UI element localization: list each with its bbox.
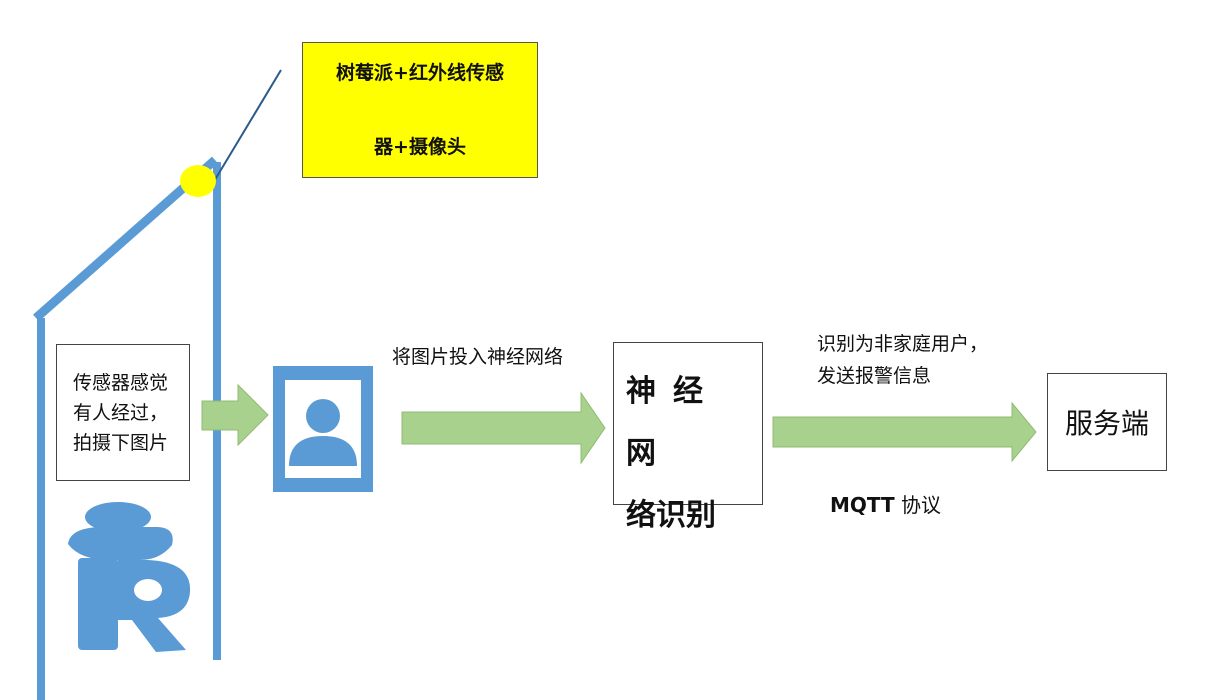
sensor-label-line2: 有人经过，: [73, 401, 169, 424]
device-label-line2: 器+摄像头: [374, 136, 466, 158]
neural-network-box: 神经网 络识别: [613, 342, 763, 533]
alert-label: 识别为非家庭用户， 发送报警信息: [817, 328, 988, 392]
feed-network-label: 将图片投入神经网络: [392, 346, 564, 368]
callout-line: [209, 69, 282, 189]
protocol-suffix: 协议: [894, 493, 942, 517]
nn-label-line2: 络识别: [626, 498, 716, 533]
sensor-label-line3: 拍摄下图片: [73, 431, 169, 454]
sensor-dot-icon: [180, 165, 216, 197]
arrow-to-server: [772, 401, 1037, 463]
protocol-name: MQTT: [830, 493, 895, 517]
protocol-label: MQTT 协议: [830, 489, 941, 518]
server-box: 服务端: [1047, 373, 1167, 471]
arrow-to-photo: [201, 383, 269, 447]
nn-label-line1: 神经网: [626, 374, 720, 471]
sensor-description-box: 传感器感觉 有人经过， 拍摄下图片: [56, 344, 190, 481]
device-label-box: 树莓派+红外线传感 器+摄像头: [302, 42, 538, 178]
alert-label-line2: 发送报警信息: [817, 365, 932, 387]
alert-label-line1: 识别为非家庭用户，: [817, 333, 989, 355]
arrow-to-network: [401, 391, 606, 465]
photo-person-icon: [273, 366, 373, 492]
device-label-line1: 树莓派+红外线传感: [336, 62, 504, 84]
person-r-figure-icon: [68, 502, 191, 652]
sensor-label-line1: 传感器感觉: [73, 371, 169, 394]
